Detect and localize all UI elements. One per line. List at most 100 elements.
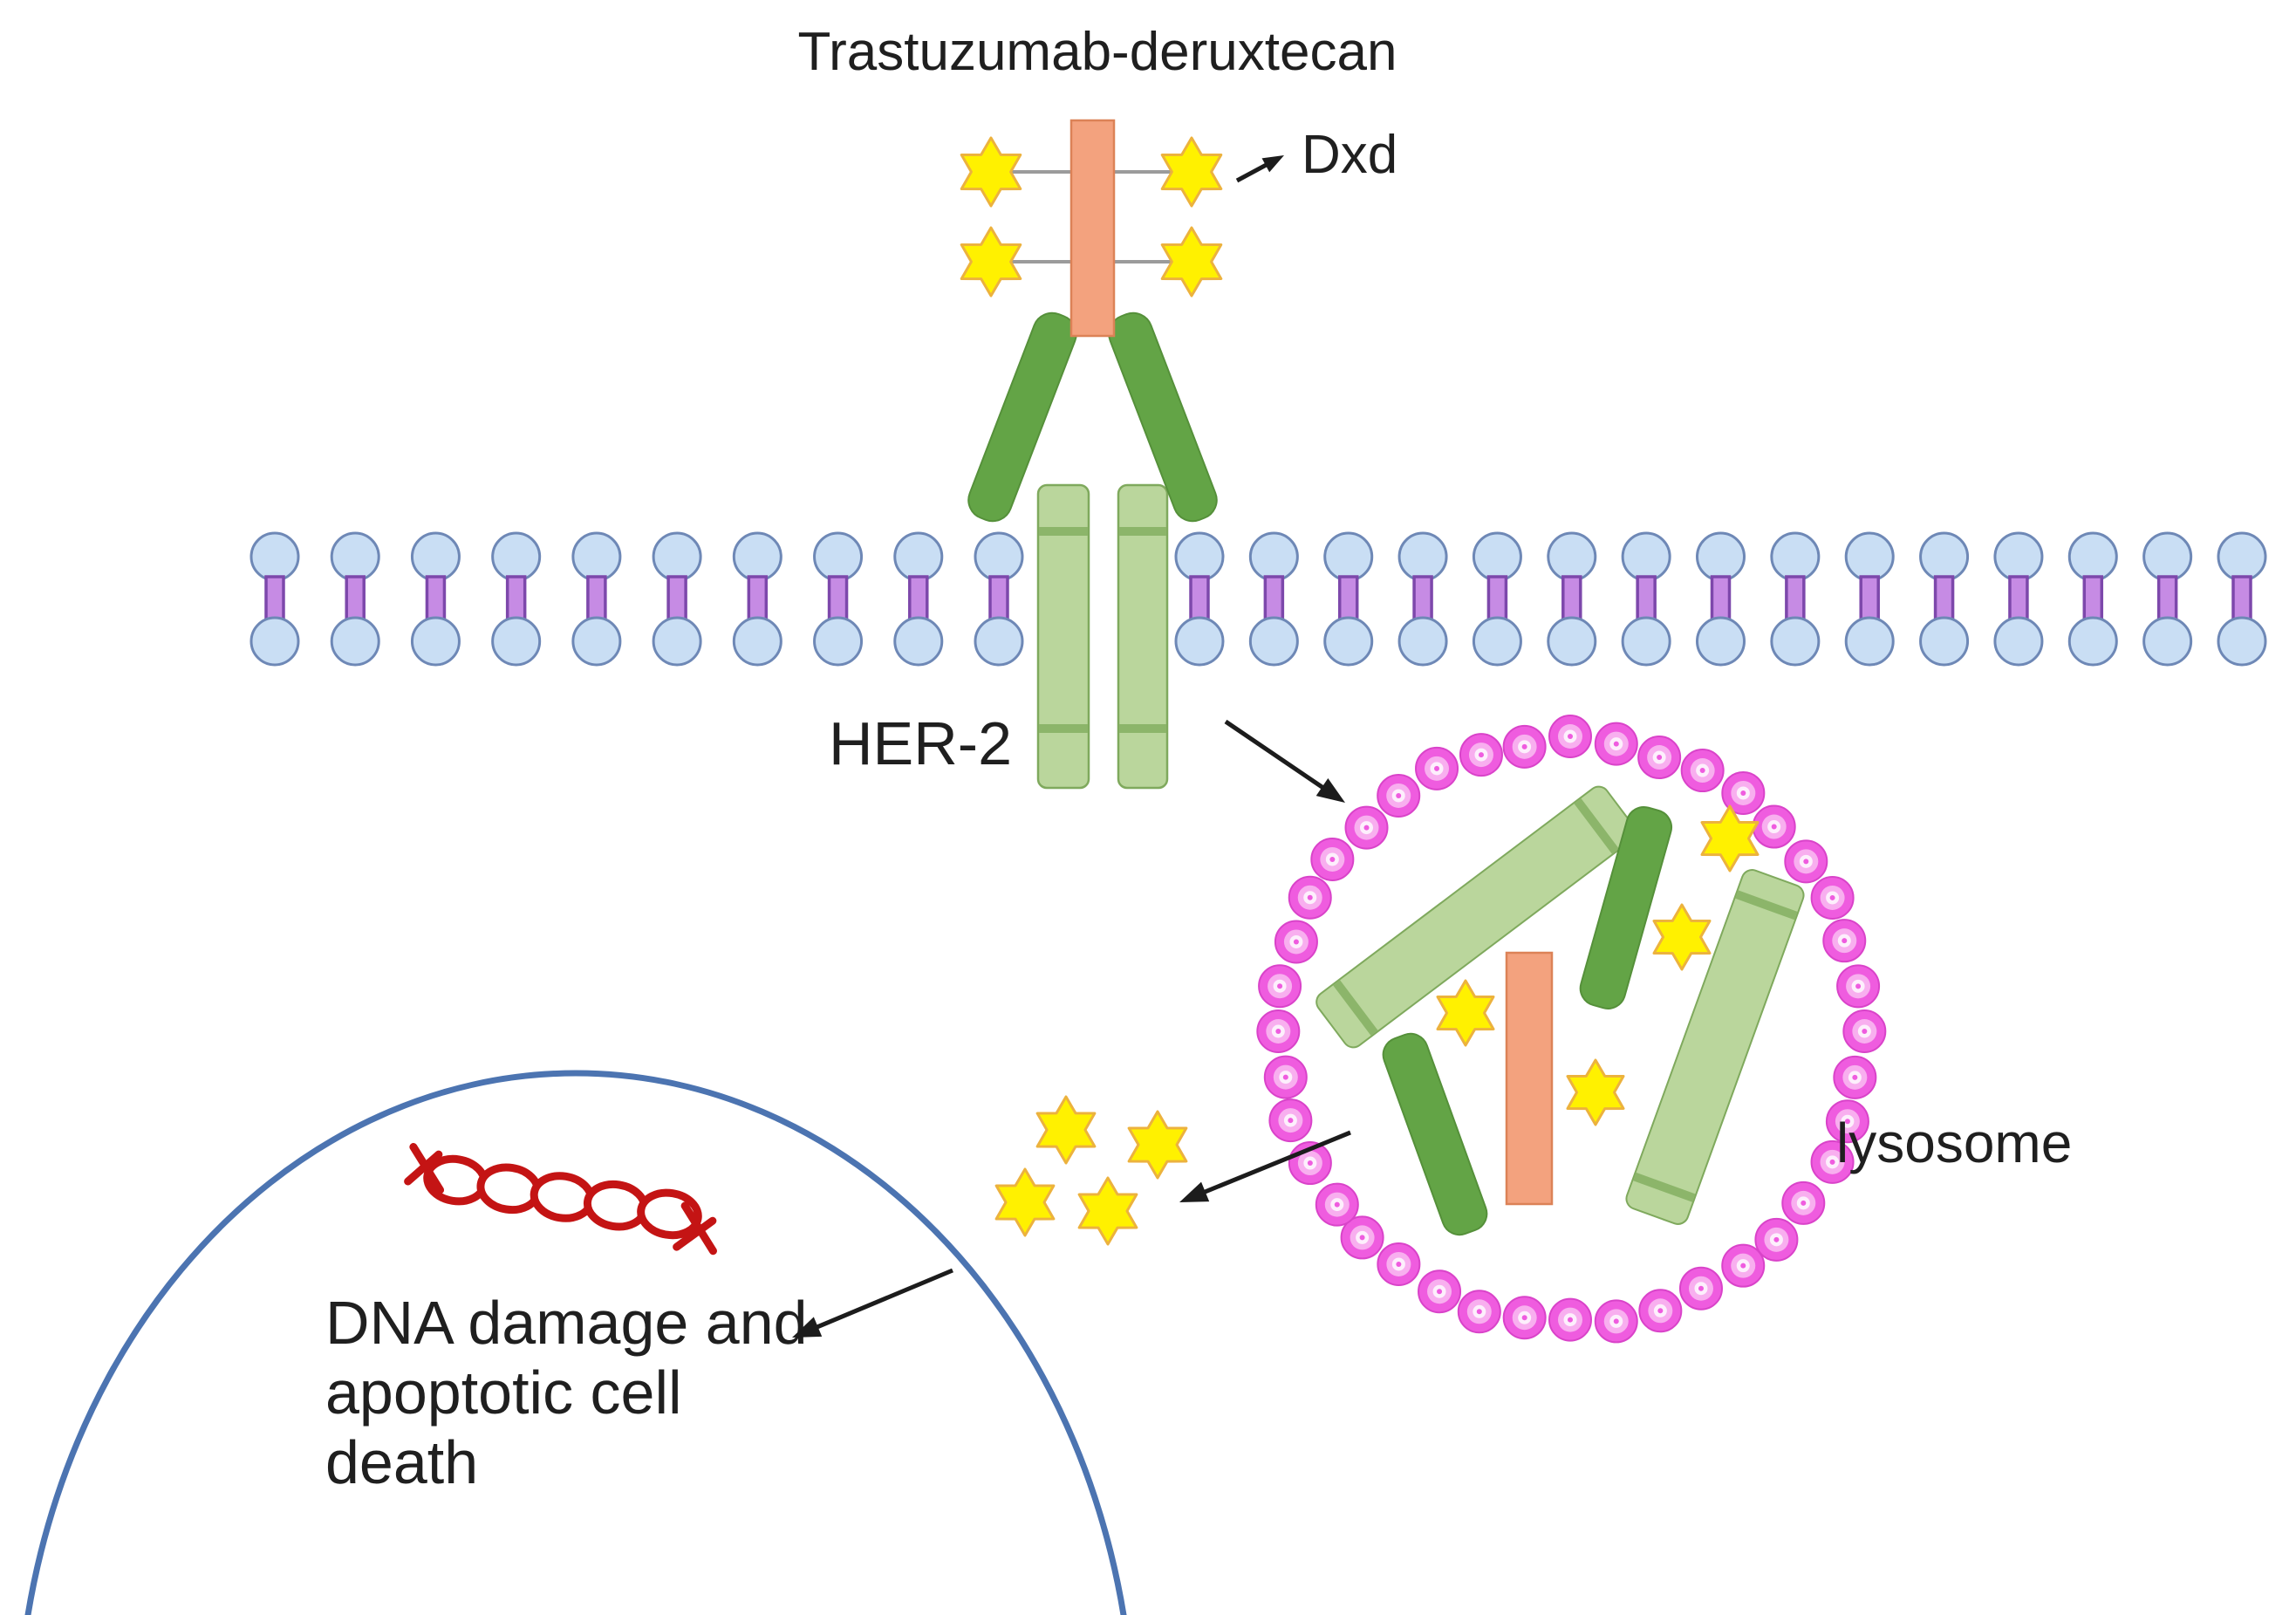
vesicle-dot [1613,1318,1619,1324]
arrow-to-outcome [792,1268,953,1338]
lipid-head [2067,531,2118,582]
vesicle-bead [1836,964,1881,1009]
arrow-to-dxd-label [1235,155,1284,183]
lipid-head [491,616,542,667]
lipid [1696,531,1746,667]
degraded-her2-fragment [1315,785,1637,1049]
lysosome-label: lysosome [1836,1112,2072,1174]
lipid-head [1174,531,1225,582]
lipid-tail [747,575,769,623]
vesicle-dot [1434,765,1440,771]
vesicle-dot [1657,755,1663,761]
arrow-head [1179,1181,1210,1202]
vesicle-bead [1377,1242,1421,1286]
lipid-head [2067,616,2118,667]
dxd-star-icon [1436,979,1495,1047]
vesicle-dot [1862,1029,1868,1034]
lipid [1248,531,1299,667]
vesicle-dot [1521,1315,1527,1321]
dxd-star-icon [960,226,1022,298]
vesicle-dot [1852,1074,1858,1080]
vesicle-dot [1521,743,1527,749]
lipid-head [1919,616,1970,667]
lipid-tail [1710,575,1732,623]
dxd-star-icon [1700,804,1760,873]
her2-label: HER-2 [829,709,1012,777]
lipid-head [330,616,380,667]
vesicle-dot [1698,1285,1704,1291]
lipid-head [1696,531,1746,582]
lipid-head [1174,616,1225,667]
vesicle-dot [1855,983,1862,989]
vesicle-bead [1784,839,1828,884]
lipid-head [1248,531,1299,582]
vesicle-bead [1833,1055,1877,1099]
lipid [249,531,300,667]
vesicle-bead [1415,746,1459,790]
vesicle-dot [1568,734,1573,739]
lipid-tail [2082,575,2104,623]
arrow-head [1261,155,1284,173]
vesicle-bead [1754,1217,1799,1262]
lipid-head [1696,616,1746,667]
lipid-head [2217,616,2267,667]
lipid [1547,531,1597,667]
vesicle-bead [1781,1180,1826,1225]
lipid-head [813,616,864,667]
lipid-tail [1486,575,1508,623]
vesicle-dot [1334,1201,1340,1208]
lipid-head [652,531,702,582]
dxd-payload-stars [960,136,1223,298]
lipid-tail [1412,575,1433,623]
lipid [1323,531,1374,667]
vesicle-bead [1810,1139,1855,1184]
dxd-star-icon [1035,1095,1097,1165]
dxd-label: Dxd [1302,125,1397,185]
vesicle-bead [1263,1055,1308,1099]
vesicle-bead [1340,1215,1384,1260]
vesicle-bead [1288,875,1332,920]
arrow-line [1224,719,1329,792]
antibody-arm-left [967,311,1077,523]
antibody-arm-right [1108,311,1218,523]
lysosome-contents [1315,785,1805,1236]
vesicle-bead [1377,773,1421,818]
lipid-tail [988,575,1009,623]
lipid-tail [1561,575,1582,623]
lipid [974,531,1024,667]
dxd-star-icon [960,136,1022,208]
lipid [1621,531,1671,667]
lipid-tail [1189,575,1210,623]
lipid-head [974,531,1024,582]
dna-end [404,1150,443,1186]
vesicle-dot [1275,1029,1281,1034]
vesicle-dot [1478,752,1484,758]
lipid [1993,531,2044,667]
lipid [2142,531,2193,667]
lysosome-membrane [1256,715,1887,1344]
dxd-star-icon [1077,1176,1138,1246]
vesicle-bead [1502,1296,1547,1340]
vesicle-dot [1396,1261,1402,1267]
lipid-tail [264,575,285,623]
vesicle-dot [1773,1236,1780,1242]
vesicle-bead [1310,837,1355,881]
receptor-band [1119,527,1166,536]
lipid-head [1323,531,1374,582]
vesicle-dot [1396,792,1402,798]
vesicle-dot [1277,983,1283,989]
lysosome [1256,715,1887,1344]
lipid [1174,531,1225,667]
vesicle-bead [1680,749,1725,793]
lipid-head [1919,531,1970,582]
lipid-tail [1337,575,1359,623]
lipid-head [1547,531,1597,582]
degraded-antibody-arm [1579,805,1673,1009]
flow-arrows [792,155,1351,1338]
dxd-star-icon [1566,1058,1625,1126]
lipid-tail [505,575,527,623]
arrow-head [792,1317,823,1338]
vesicle-dot [1437,1289,1443,1295]
